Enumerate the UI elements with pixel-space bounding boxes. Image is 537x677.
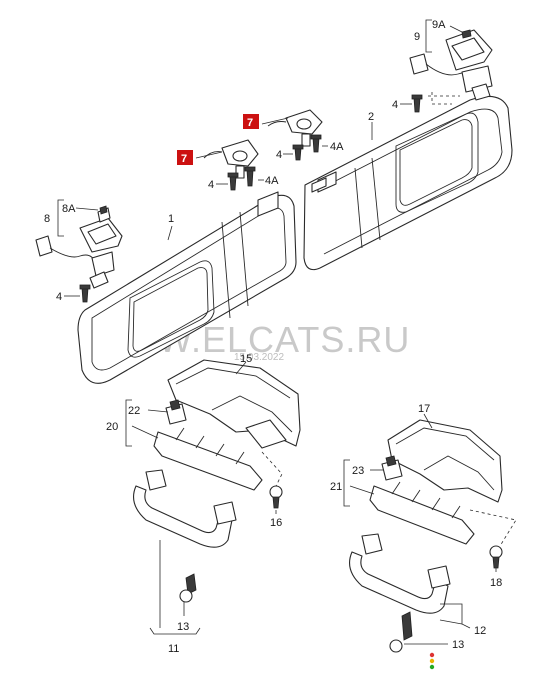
screw-16[interactable] [269,485,283,509]
screw-4A-upper[interactable] [310,134,322,153]
label-2: 2 [368,111,374,123]
label-4A-upper: 4A [330,141,344,153]
label-4-right: 4 [392,99,398,111]
screw-4-right[interactable] [411,94,423,113]
label-8: 8 [44,213,50,225]
tag-7-lower-bg [177,150,193,165]
label-9A: 9A [432,19,446,31]
screw-13-left[interactable] [179,573,197,603]
label-18: 18 [490,577,502,589]
label-4-upper: 4 [276,149,282,161]
screw-4-lower[interactable] [227,172,239,191]
visor-mount-left[interactable] [35,205,123,289]
sun-visor-right[interactable] [303,95,513,271]
label-4-lower: 4 [208,179,214,191]
grab-handle-12[interactable] [349,533,451,614]
label-4A-lower: 4A [265,175,279,187]
label-20: 20 [106,421,118,433]
tag-7-upper-bg [243,114,259,129]
tag-7-lower-label: 7 [181,153,187,165]
sun-visor-left[interactable] [77,191,297,384]
label-9: 9 [414,31,420,43]
screw-13-right[interactable] [389,611,413,653]
label-13-right: 13 [452,639,464,651]
label-21: 21 [330,481,342,493]
label-8A: 8A [62,203,76,215]
label-16: 16 [270,517,282,529]
label-11: 11 [168,643,179,655]
label-12: 12 [474,625,486,637]
bracket-21[interactable] [369,455,475,545]
screw-18[interactable] [489,545,503,569]
label-1: 1 [168,213,174,225]
tag-7-lower[interactable]: 7 [177,150,193,165]
grab-handle-11[interactable] [133,469,237,548]
bracket-20[interactable] [153,399,263,491]
leader-lines [57,19,517,645]
visor-mount-right[interactable] [409,29,493,101]
label-15: 15 [240,353,252,365]
screw-4-left[interactable] [79,284,91,303]
label-4-left: 4 [56,291,62,303]
tag-7-upper[interactable]: 7 [243,114,259,129]
trim-panel-15[interactable] [167,359,301,449]
status-dots [429,652,435,670]
label-23: 23 [352,465,364,477]
screw-4-upper[interactable] [292,144,304,161]
visor-clip-lower[interactable] [203,139,259,179]
trim-panel-17[interactable] [387,419,503,503]
watermark-date: 15.03.2022 [234,352,284,363]
tag-7-upper-label: 7 [247,117,253,129]
visor-clip-upper[interactable] [267,109,323,147]
label-17: 17 [418,403,430,415]
label-13-left: 13 [177,621,189,633]
label-22: 22 [128,405,140,417]
screw-4A-lower[interactable] [244,166,256,187]
